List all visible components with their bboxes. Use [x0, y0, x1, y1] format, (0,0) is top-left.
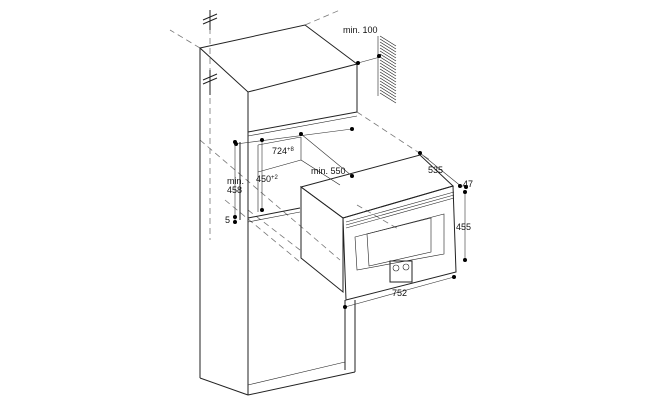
hatch-line	[379, 44, 397, 56]
hatch-line	[379, 83, 397, 95]
label-niche-height: 450+2	[256, 174, 279, 184]
hatch-line	[379, 68, 397, 80]
label-wall-clearance: min. 100	[343, 25, 378, 35]
hatch-line	[379, 89, 397, 101]
label-opening-height: 458	[227, 185, 242, 195]
control-knob-right	[402, 263, 410, 271]
label-front-projection: 47	[463, 179, 473, 189]
oven-appliance	[299, 154, 457, 301]
label-appliance-height: 455	[456, 222, 471, 232]
hatch-line	[379, 92, 397, 104]
hatch-line	[379, 77, 397, 89]
hatch-line	[379, 53, 397, 65]
label-appliance-depth: 535	[428, 165, 443, 175]
hatch-line	[379, 62, 397, 74]
hatch-line	[379, 65, 397, 77]
hatch-line	[379, 86, 397, 98]
hatch-line	[379, 47, 397, 59]
control-knob-left	[392, 264, 400, 272]
label-opening-min: min.	[227, 176, 244, 186]
label-niche-depth: min. 550	[311, 166, 346, 176]
break-symbol-middle	[202, 70, 218, 95]
hatch-line	[379, 59, 397, 71]
break-symbol-top	[202, 10, 218, 30]
hatch-line	[379, 74, 397, 86]
hatch-line	[379, 38, 397, 50]
label-gap: 5	[225, 215, 230, 225]
hatch-line	[379, 41, 397, 53]
hatch-line	[379, 50, 397, 62]
rear-wall-hatch	[377, 35, 397, 104]
label-appliance-width: 752	[392, 288, 407, 298]
dimension-lines	[233, 54, 468, 309]
hatch-line	[379, 80, 397, 92]
hatch-line	[379, 56, 397, 68]
tall-cabinet	[198, 24, 359, 396]
hatch-line	[379, 35, 397, 47]
label-niche-width: 724+8	[272, 146, 295, 156]
control-panel	[389, 260, 413, 283]
hatch-line	[379, 71, 397, 83]
oven-window	[354, 213, 445, 271]
